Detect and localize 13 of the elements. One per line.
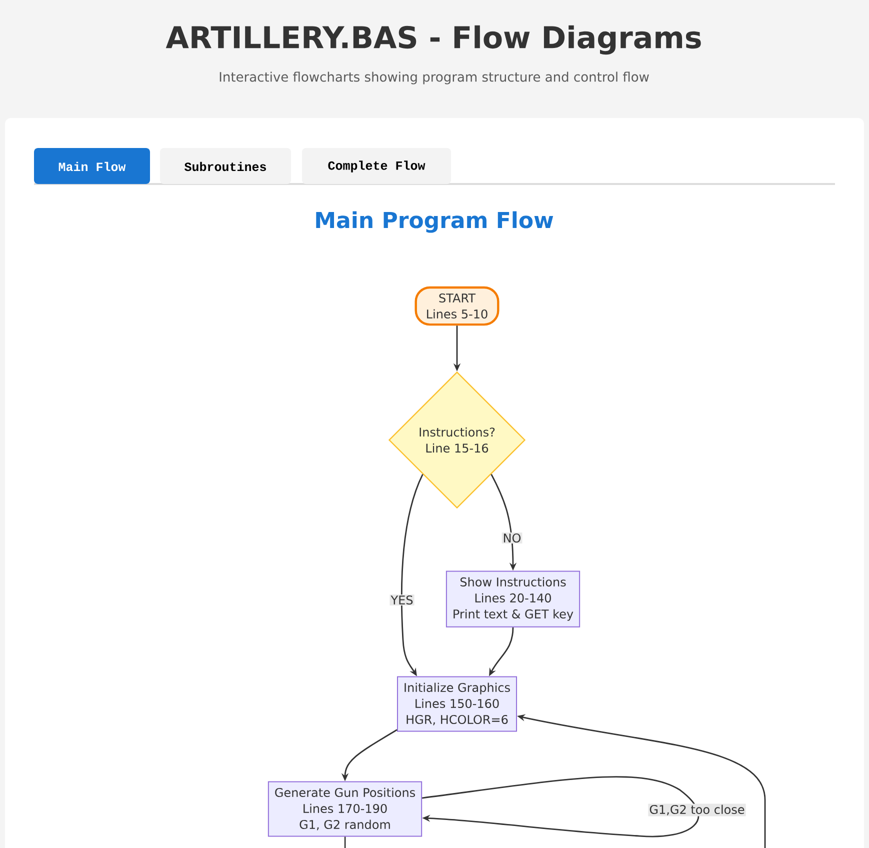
- tab: Complete Flow: [302, 148, 451, 184]
- page-title: ARTILLERY.BAS - Flow Diagrams: [166, 25, 701, 55]
- terminal-box: START Lines 5-10: [414, 286, 500, 326]
- subtitle: Interactive flowcharts showing program structure and control flow: [220, 72, 649, 84]
- arrow: [422, 776, 699, 838]
- section-heading: Main Program Flow: [316, 211, 554, 233]
- process-box: Initialize Graphics Lines 150-160 HGR, HCOLOR=6: [397, 676, 518, 732]
- edge-label: YES: [390, 594, 414, 606]
- process-box: Show Instructions Lines 20-140 Print text & GET key: [446, 570, 580, 628]
- tab: Main Flow: [34, 148, 150, 184]
- process-box: Generate Gun Positions Lines 170-190 G1, G2 random: [268, 781, 422, 837]
- tab: Subroutines: [160, 148, 291, 184]
- edge-label: G1,G2 too close: [648, 804, 746, 816]
